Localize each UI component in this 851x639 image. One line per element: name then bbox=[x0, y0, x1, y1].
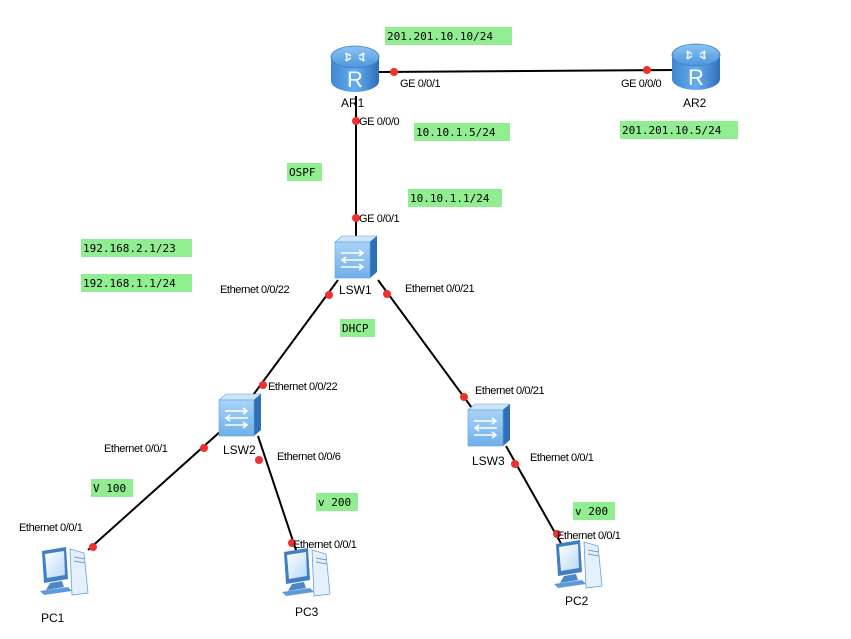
port-label-lsw2-eth6: Ethernet 0/0/6 bbox=[277, 451, 341, 463]
device-label-lsw2: LSW2 bbox=[223, 443, 256, 457]
switch-lsw3[interactable] bbox=[467, 403, 511, 447]
links bbox=[87, 69, 677, 557]
pc-pc2[interactable] bbox=[554, 540, 603, 589]
note-text: 10.10.1.5/24 bbox=[416, 126, 496, 139]
note-text: 201.201.10.10/24 bbox=[387, 30, 493, 43]
note-vlanif-200[interactable]: 192.168.2.1/23 bbox=[81, 239, 192, 257]
note-ar1-wan-ip[interactable]: 201.201.10.10/24 bbox=[385, 27, 512, 45]
port-dots bbox=[89, 66, 651, 551]
link-lsw2-pc1[interactable] bbox=[87, 429, 223, 551]
device-label-lsw1: LSW1 bbox=[339, 283, 372, 297]
svg-text:R: R bbox=[688, 65, 704, 90]
port-label-lsw2-eth22: Ethernet 0/0/22 bbox=[268, 381, 338, 393]
link-ar1-ar2[interactable] bbox=[377, 69, 677, 73]
device-labels: AR1 AR2 LSW1 LSW2 LSW3 PC1 PC3 PC2 bbox=[41, 96, 707, 625]
port-label-lsw3-eth1: Ethernet 0/0/1 bbox=[530, 452, 594, 464]
note-dhcp[interactable]: DHCP bbox=[340, 319, 375, 337]
port-dot bbox=[460, 393, 468, 401]
pc-icon bbox=[554, 540, 603, 589]
switch-icon bbox=[334, 235, 378, 279]
port-dot bbox=[383, 290, 391, 298]
note-text: 201.201.10.5/24 bbox=[622, 124, 722, 137]
note-text: OSPF bbox=[289, 166, 316, 179]
device-label-pc1: PC1 bbox=[41, 611, 65, 625]
switch-icon bbox=[218, 393, 262, 437]
port-dot bbox=[255, 456, 263, 464]
device-label-pc2: PC2 bbox=[565, 594, 589, 608]
port-dot bbox=[200, 444, 208, 452]
note-text: V 100 bbox=[93, 482, 126, 495]
port-dot bbox=[511, 460, 519, 468]
note-text: 192.168.1.1/24 bbox=[83, 277, 176, 290]
port-dot bbox=[288, 539, 296, 547]
port-label-ar1-ge001: GE 0/0/1 bbox=[400, 78, 440, 90]
note-vlanif-100[interactable]: 192.168.1.1/24 bbox=[81, 274, 192, 292]
device-label-ar1: AR1 bbox=[341, 96, 365, 110]
router-ar1[interactable]: R bbox=[330, 45, 380, 92]
note-vlan-100[interactable]: V 100 bbox=[91, 479, 133, 497]
pc-icon bbox=[282, 548, 331, 597]
note-ar1-lan-ip[interactable]: 10.10.1.5/24 bbox=[414, 123, 510, 141]
pc-pc1[interactable] bbox=[40, 547, 89, 596]
port-dot bbox=[643, 66, 651, 74]
note-vlan-200-pc3[interactable]: v 200 bbox=[316, 493, 358, 511]
device-label-ar2: AR2 bbox=[683, 96, 707, 110]
note-ar2-wan-ip[interactable]: 201.201.10.5/24 bbox=[620, 121, 738, 139]
port-dot bbox=[352, 214, 360, 222]
port-label-lsw3-eth21: Ethernet 0/0/21 bbox=[475, 385, 545, 397]
svg-text:R: R bbox=[347, 67, 363, 92]
port-dot bbox=[352, 117, 360, 125]
note-text: v 200 bbox=[575, 505, 608, 518]
link-lsw1-lsw3[interactable] bbox=[377, 279, 473, 409]
router-icon: R bbox=[330, 45, 380, 92]
port-label-ar2-ge000: GE 0/0/0 bbox=[621, 78, 661, 90]
port-dot bbox=[89, 543, 97, 551]
device-label-pc3: PC3 bbox=[295, 605, 319, 619]
port-dot bbox=[390, 68, 398, 76]
switch-lsw2[interactable] bbox=[218, 393, 262, 437]
note-text: 192.168.2.1/23 bbox=[83, 242, 176, 255]
router-icon: R bbox=[671, 43, 721, 90]
note-text: DHCP bbox=[342, 322, 369, 335]
port-dot bbox=[259, 381, 267, 389]
port-label-lsw1-eth21: Ethernet 0/0/21 bbox=[405, 283, 475, 295]
port-dot bbox=[325, 291, 333, 299]
device-label-lsw3: LSW3 bbox=[472, 454, 505, 468]
port-label-lsw1-eth22: Ethernet 0/0/22 bbox=[220, 284, 290, 296]
switch-lsw1[interactable] bbox=[334, 235, 378, 279]
note-vlan-200-pc2[interactable]: v 200 bbox=[573, 502, 615, 520]
port-label-pc3-eth1: Ethernet 0/0/1 bbox=[293, 539, 357, 551]
port-label-ar1-ge000: GE 0/0/0 bbox=[359, 116, 399, 128]
router-ar2[interactable]: R bbox=[671, 43, 721, 90]
notes: 201.201.10.10/24 201.201.10.5/24 10.10.1… bbox=[81, 27, 738, 520]
port-dot bbox=[553, 530, 561, 538]
port-label-lsw2-eth1: Ethernet 0/0/1 bbox=[104, 443, 168, 455]
pc-icon bbox=[40, 547, 89, 596]
note-text: v 200 bbox=[318, 496, 351, 509]
link-lsw2-pc3[interactable] bbox=[257, 435, 299, 557]
note-ospf[interactable]: OSPF bbox=[287, 163, 322, 181]
pc-pc3[interactable] bbox=[282, 548, 331, 597]
note-text: 10.10.1.1/24 bbox=[410, 192, 490, 205]
note-lsw1-uplink-ip[interactable]: 10.10.1.1/24 bbox=[408, 189, 502, 207]
port-labels: GE 0/0/1 GE 0/0/0 GE 0/0/0 GE 0/0/1 Ethe… bbox=[19, 78, 662, 551]
port-label-lsw1-ge001: GE 0/0/1 bbox=[359, 213, 399, 225]
port-label-pc2-eth1: Ethernet 0/0/1 bbox=[557, 530, 621, 542]
switch-icon bbox=[467, 403, 511, 447]
port-label-pc1-eth1: Ethernet 0/0/1 bbox=[19, 522, 83, 534]
